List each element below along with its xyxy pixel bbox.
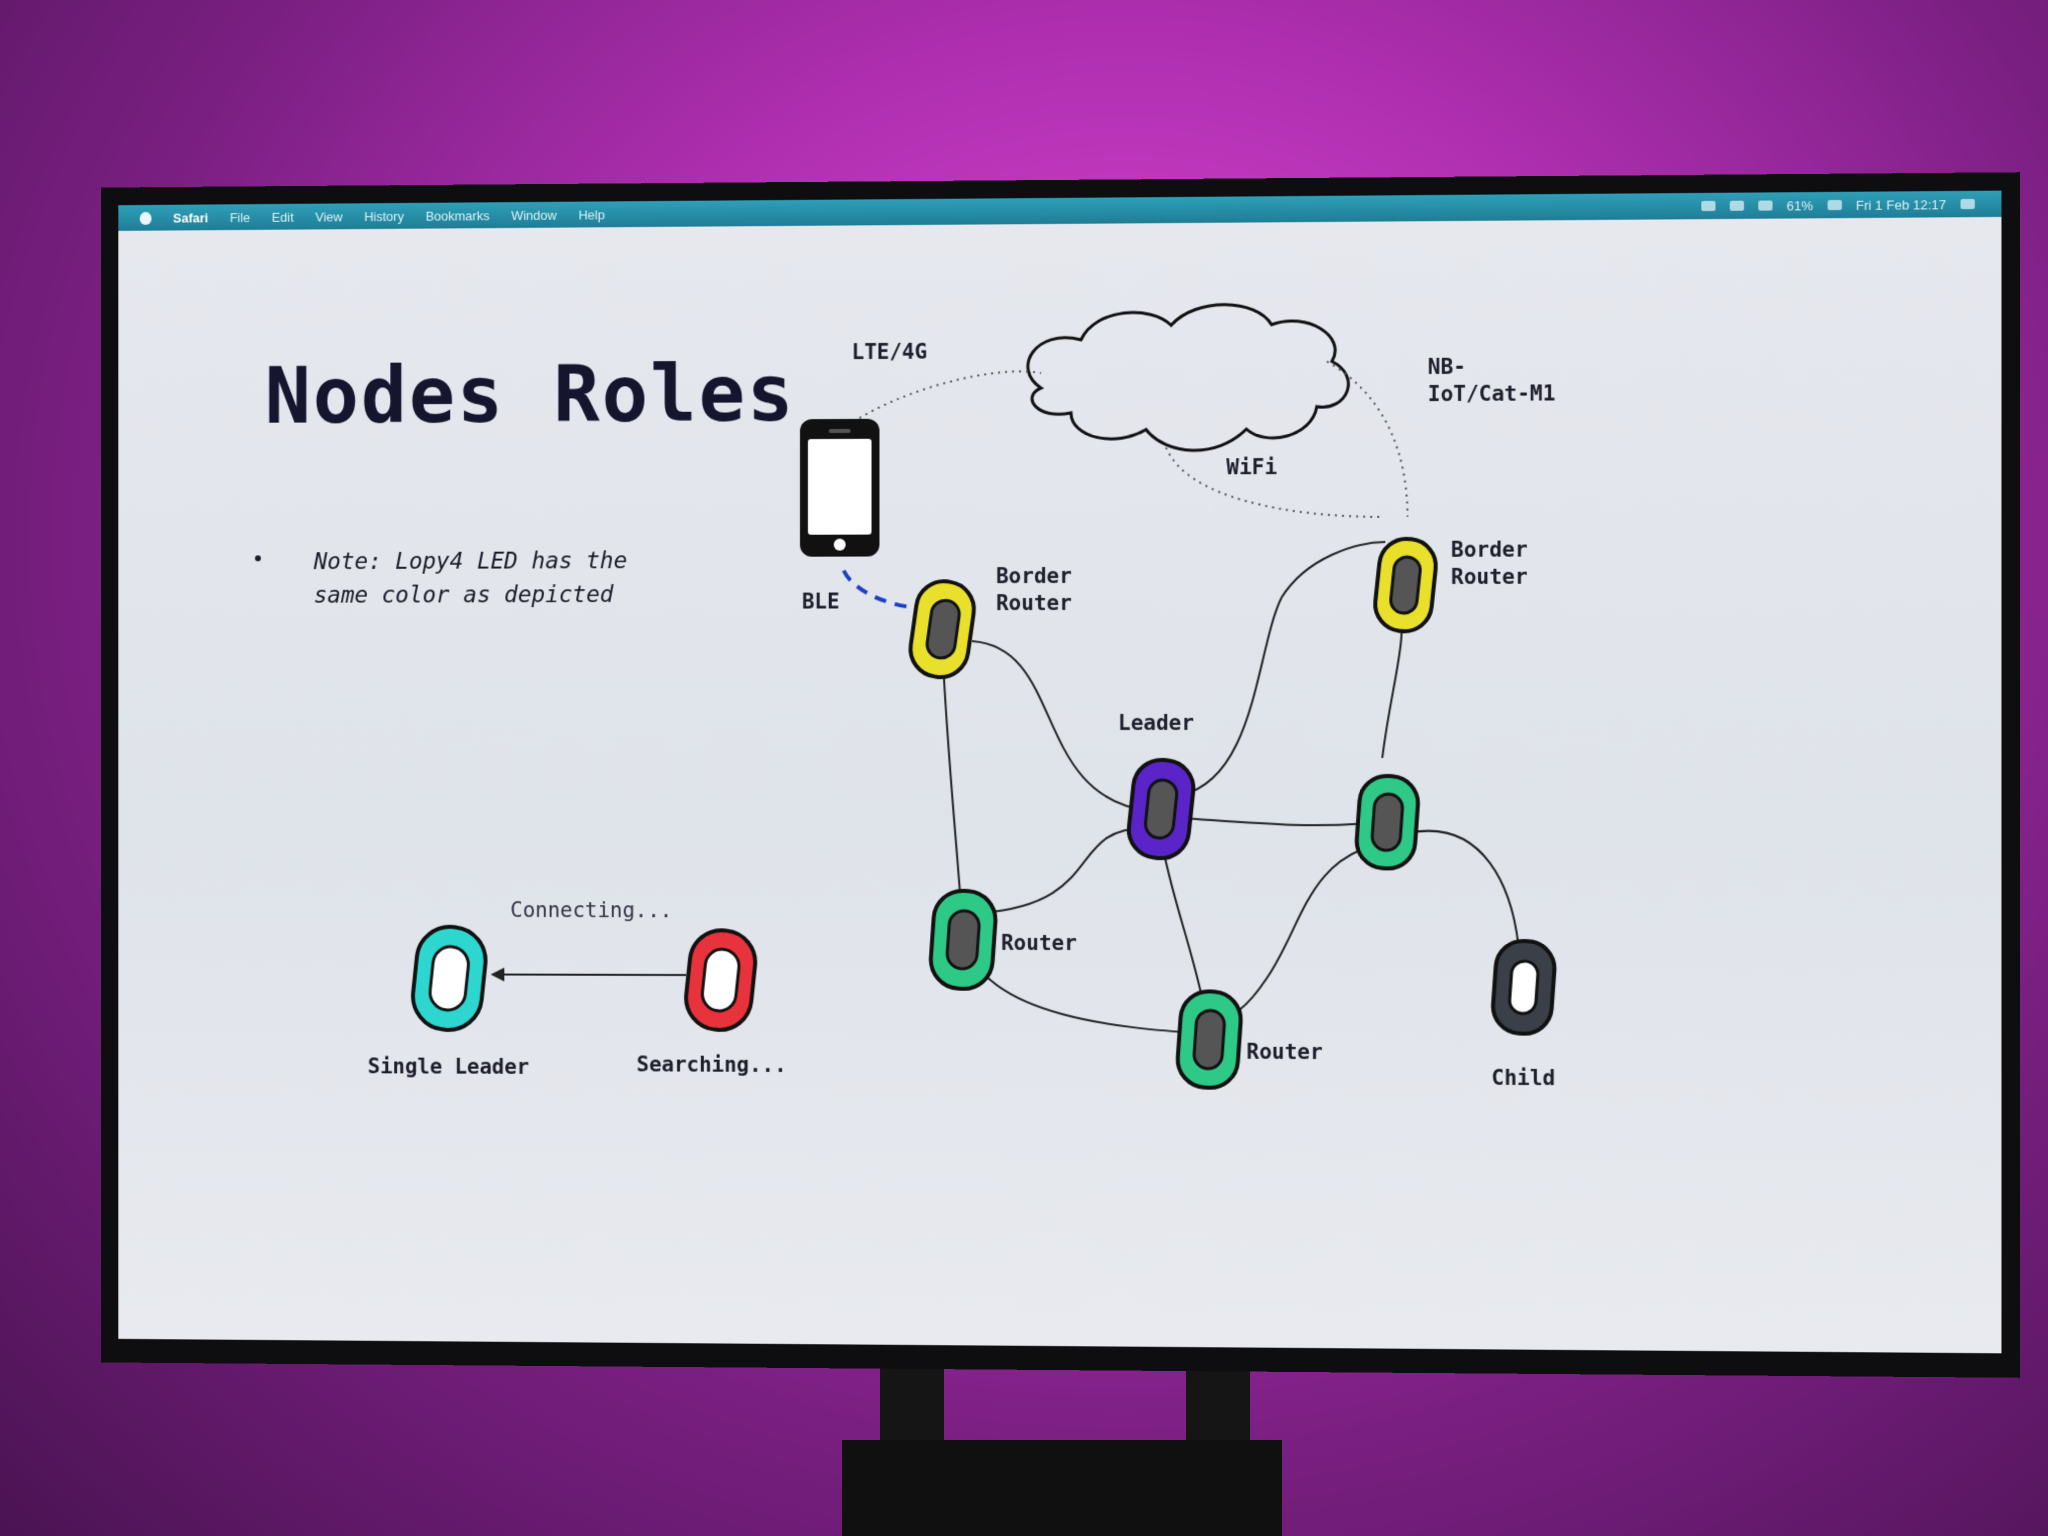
link-router-left-router-bottom	[966, 943, 1201, 1034]
network-diagram: LTE/4G NB- IoT/Cat-M1 WiFi BLE Border Ro…	[118, 191, 2001, 1354]
connecting-arrow-icon	[491, 968, 686, 982]
ble-label: BLE	[802, 589, 840, 613]
router-bottom-node[interactable]	[1176, 989, 1243, 1089]
link-br-left-router-left	[942, 643, 961, 908]
border-router-right-node[interactable]	[1373, 536, 1439, 634]
link-leader-router-left	[981, 828, 1146, 913]
border-router-right-label-2: Router	[1451, 565, 1528, 590]
display-screen: Safari File Edit View History Bookmarks …	[118, 191, 2001, 1354]
nbiot-link	[1327, 361, 1408, 517]
single-leader-node[interactable]	[410, 923, 489, 1033]
border-router-right-label-1: Border	[1451, 537, 1528, 562]
phone-icon	[800, 419, 880, 557]
leader-label: Leader	[1118, 711, 1194, 735]
border-router-left-label-1: Border	[996, 564, 1072, 588]
border-router-left-label-2: Router	[996, 591, 1072, 615]
leader-node[interactable]	[1126, 757, 1196, 861]
stand-base	[842, 1440, 1282, 1536]
cloud-icon	[1028, 304, 1348, 451]
router-bottom-label: Router	[1246, 1040, 1322, 1065]
wifi-label: WiFi	[1226, 455, 1277, 479]
router-left-node[interactable]	[929, 889, 997, 991]
border-router-left-node[interactable]	[907, 578, 978, 681]
searching-label: Searching...	[637, 1052, 787, 1077]
lte-label: LTE/4G	[852, 340, 927, 365]
link-leader-router-right	[1181, 818, 1367, 825]
child-label: Child	[1491, 1066, 1555, 1091]
nbiot-label-line-2: IoT/Cat-M1	[1428, 381, 1556, 406]
child-node[interactable]	[1491, 939, 1556, 1036]
nbiot-label-line-1: NB-	[1428, 355, 1466, 380]
router-left-label: Router	[1001, 931, 1077, 955]
link-router-right-router-bottom	[1216, 843, 1382, 1019]
single-leader-label: Single Leader	[368, 1054, 530, 1079]
router-right-node[interactable]	[1355, 774, 1420, 870]
searching-node[interactable]	[683, 927, 758, 1033]
connecting-label: Connecting...	[510, 898, 672, 922]
link-leader-br-right	[1181, 542, 1385, 795]
display-bezel: Safari File Edit View History Bookmarks …	[101, 172, 2020, 1378]
